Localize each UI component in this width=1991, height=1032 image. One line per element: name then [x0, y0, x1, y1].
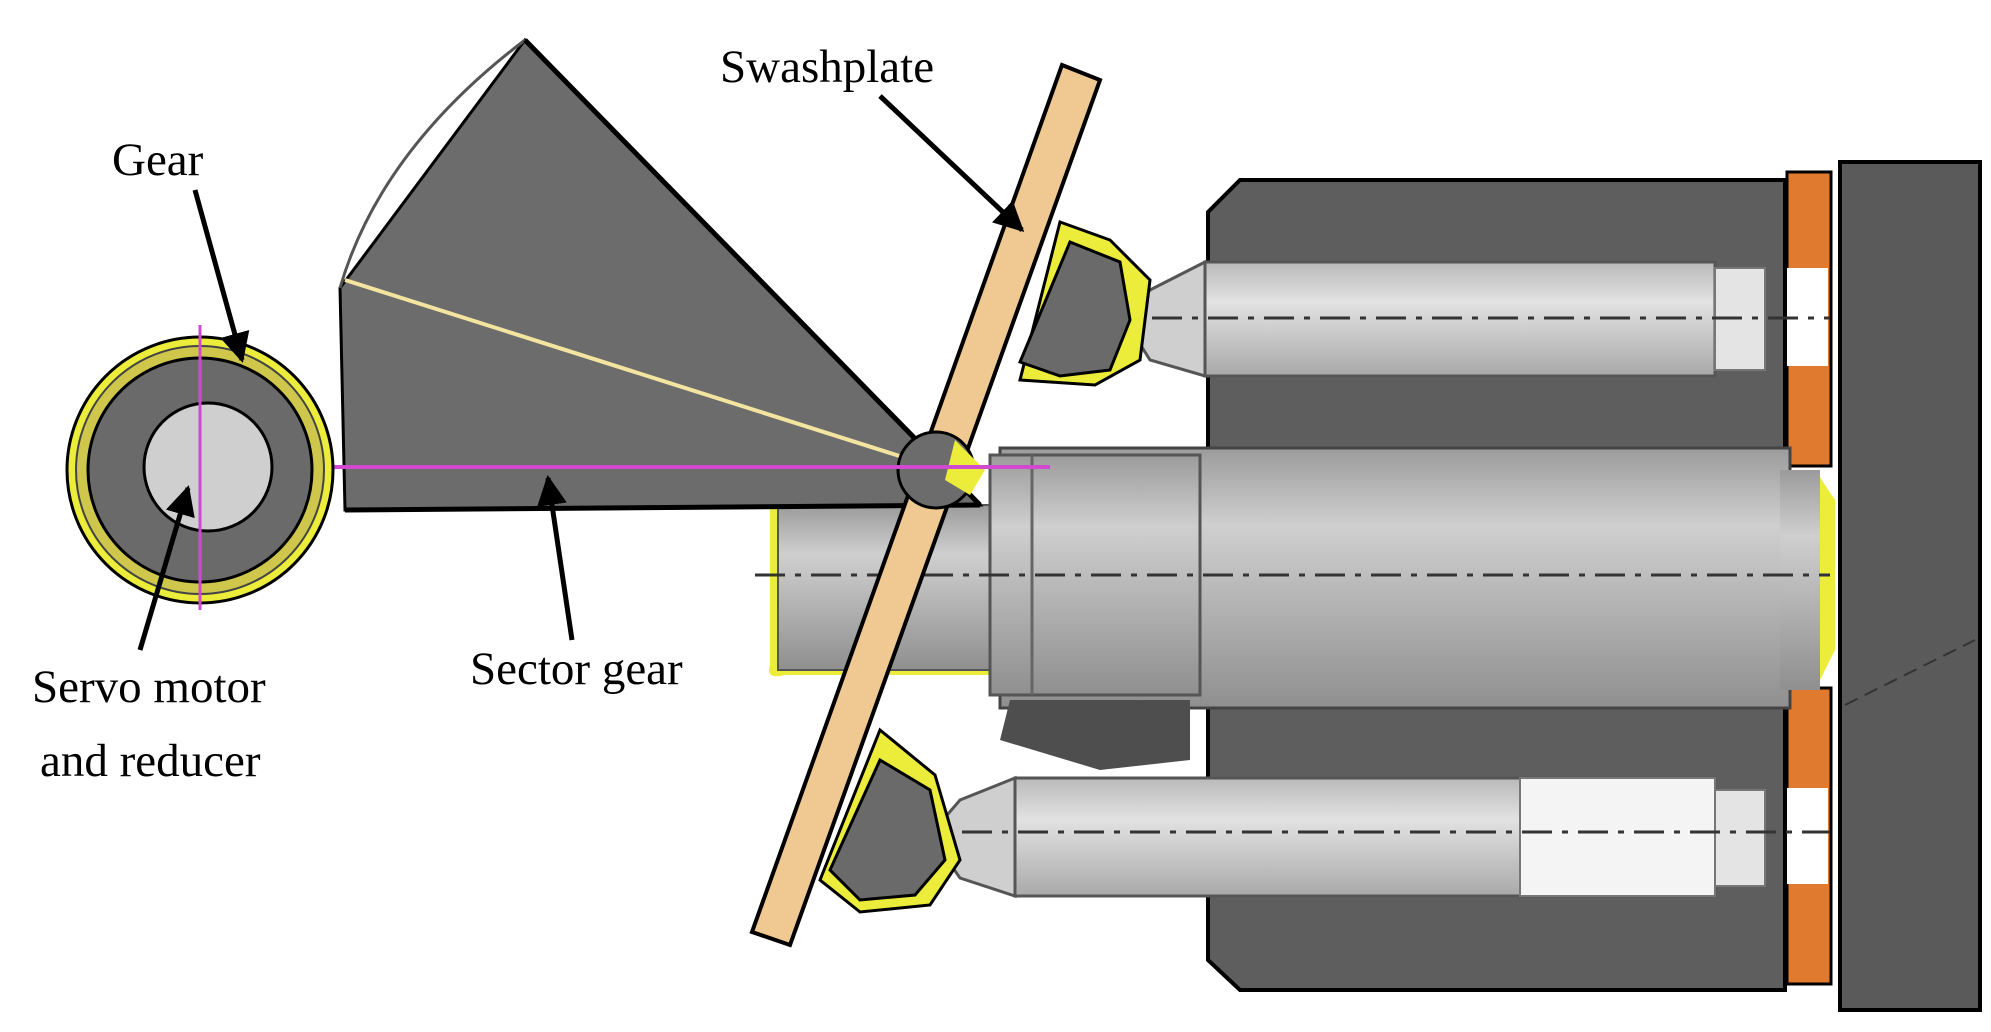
svg-text:Sector gear: Sector gear	[470, 643, 683, 695]
lower-piston	[850, 775, 1830, 899]
sector-gear	[338, 37, 984, 513]
lower-slipper	[818, 727, 962, 914]
label-servo-motor: Servo motor and reducer	[32, 485, 266, 787]
upper-piston	[1040, 259, 1830, 378]
svg-text:Servo motor: Servo motor	[32, 661, 266, 713]
svg-text:and reducer: and reducer	[40, 735, 261, 787]
servo-gear	[65, 325, 335, 610]
svg-text:Gear: Gear	[112, 134, 204, 186]
label-swashplate: Swashplate	[720, 41, 1025, 233]
upper-slipper	[1018, 220, 1152, 387]
swashplate	[749, 62, 1103, 948]
lower-housing-detail	[1000, 700, 1190, 770]
end-plate	[1838, 160, 1982, 1012]
svg-text:Swashplate: Swashplate	[720, 41, 934, 93]
label-gear: Gear	[112, 134, 250, 363]
label-sector-gear: Sector gear	[470, 475, 683, 695]
